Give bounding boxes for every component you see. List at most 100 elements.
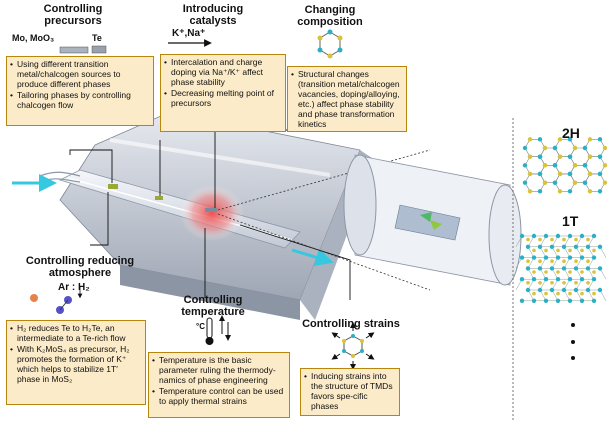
lattice-atom xyxy=(531,233,537,239)
composition-box: Structural changes (transition metal/cha… xyxy=(287,66,407,132)
lattice-atom xyxy=(574,259,578,264)
lattice-atom xyxy=(562,259,566,264)
lattice-atom xyxy=(538,259,542,264)
catalysts-box: Intercalation and charge doping via Na⁺/… xyxy=(160,54,286,132)
lattice-atom xyxy=(556,291,560,296)
lattice-atom xyxy=(532,248,536,253)
precursors-box: Using different transition metal/chalcog… xyxy=(6,56,154,126)
lattice-atom xyxy=(574,237,578,242)
precursors-point-1: Using different transition metal/chalcog… xyxy=(10,59,150,89)
lattice-atom xyxy=(550,281,554,285)
lattice-atom xyxy=(538,237,542,242)
lattice-atom xyxy=(587,154,593,159)
lattice-atom xyxy=(555,277,561,282)
lattice-atom xyxy=(591,233,597,239)
lattice-atom xyxy=(567,137,573,142)
lattice-atom xyxy=(526,237,530,242)
atmosphere-box: H₂ reduces Te to H₂Te, an intermediate t… xyxy=(6,320,146,405)
hexagon-icon xyxy=(317,29,343,59)
lattice-atom xyxy=(537,287,543,293)
lattice-atom xyxy=(542,180,548,185)
lattice-atom xyxy=(573,287,579,293)
lattice-atom xyxy=(557,154,563,159)
lattice-atom xyxy=(549,287,555,293)
heading-catalysts: Introducing catalysts xyxy=(182,3,244,27)
lattice-atom xyxy=(525,287,531,293)
strains-box: Inducing strains into the structure of T… xyxy=(300,368,400,416)
atmosphere-point-1: H₂ reduces Te to H₂Te, an intermediate t… xyxy=(10,323,142,343)
lattice-atom xyxy=(580,291,584,296)
strain-hexagon-icon xyxy=(331,322,375,370)
lattice-atom xyxy=(567,233,573,239)
lattice-atom xyxy=(543,255,549,260)
lattice-atom xyxy=(585,244,591,249)
lattice-atom xyxy=(531,277,537,282)
lattice-atom xyxy=(597,171,603,177)
lattice-atom xyxy=(544,270,548,274)
lattice-atom xyxy=(552,163,558,168)
heading-precursors: Controlling precursors xyxy=(43,3,103,27)
lattice-atom xyxy=(586,259,590,264)
lattice-atom xyxy=(527,154,533,159)
lattice-atom xyxy=(592,291,596,296)
lattice-atom xyxy=(567,171,573,177)
lattice-atom xyxy=(572,163,578,168)
lattice-atom xyxy=(527,189,533,194)
lattice-atom xyxy=(568,291,572,296)
lattice-atom xyxy=(562,237,566,242)
lattice-atom xyxy=(579,233,585,239)
lattice-atom xyxy=(582,163,588,168)
lattice-atom xyxy=(586,281,590,285)
lattice-atom xyxy=(572,145,578,151)
lattice-atom xyxy=(561,287,567,293)
thermometer-icon xyxy=(205,315,231,345)
lattice-atom xyxy=(597,266,603,271)
precursor-boats-icon xyxy=(59,45,107,54)
mo-source-label: Mo, MoO₃ xyxy=(12,33,55,43)
lattice-atom xyxy=(538,281,542,285)
lattice-atom xyxy=(582,180,588,185)
lattice-atom xyxy=(582,145,588,151)
lattice-atom xyxy=(585,287,591,293)
lattice-atom xyxy=(587,189,593,194)
atmosphere-point-2: With K₂MoS₄ as precursor, H₂ promotes th… xyxy=(10,344,142,384)
lattice-atom xyxy=(543,277,549,282)
lattice-atom xyxy=(522,163,528,168)
lattice-atom xyxy=(522,180,528,185)
outlet-flow-arrow xyxy=(291,248,334,267)
lattice-atom xyxy=(597,189,603,194)
mo-boat-icon xyxy=(108,184,118,189)
lattice-atom xyxy=(550,237,554,242)
lattice-atom xyxy=(573,244,579,249)
lattice-atom xyxy=(567,298,573,303)
temp-unit-label: °C xyxy=(196,322,205,331)
lattice-atom xyxy=(537,189,543,194)
lattice-atom xyxy=(580,248,584,253)
lattice-atom xyxy=(602,180,608,185)
temperature-box: Temperature is the basic parameter rulin… xyxy=(148,352,290,418)
lattice-atom xyxy=(574,281,578,285)
lattice-atom xyxy=(579,255,585,260)
gas-molecules-icon xyxy=(30,286,83,314)
zoom-view xyxy=(343,154,522,286)
lattice-atom xyxy=(542,145,548,151)
lattice-atom xyxy=(542,163,548,168)
lattice-atom xyxy=(573,266,579,271)
lattice-atom xyxy=(597,154,603,159)
lattice-atom xyxy=(519,277,525,282)
precursors-point-2: Tailoring phases by controlling chalcoge… xyxy=(10,90,150,110)
lattice-atom xyxy=(597,137,603,142)
te-source-label: Te xyxy=(92,33,102,43)
heading-temperature: Controlling temperature xyxy=(181,294,245,318)
lattice-atom xyxy=(561,244,567,249)
lattice-atom xyxy=(567,255,573,260)
lattice-atom xyxy=(597,287,603,293)
te-boat-icon xyxy=(155,196,163,200)
lattice-atom xyxy=(602,145,608,151)
lattice-atom xyxy=(537,171,543,177)
heading-strains: Controlling strains xyxy=(302,318,400,330)
strains-point-1: Inducing strains into the structure of T… xyxy=(304,371,396,411)
phase-label-2h: 2H xyxy=(562,125,580,141)
lattice-atom xyxy=(519,298,525,303)
lattice-atom xyxy=(572,180,578,185)
